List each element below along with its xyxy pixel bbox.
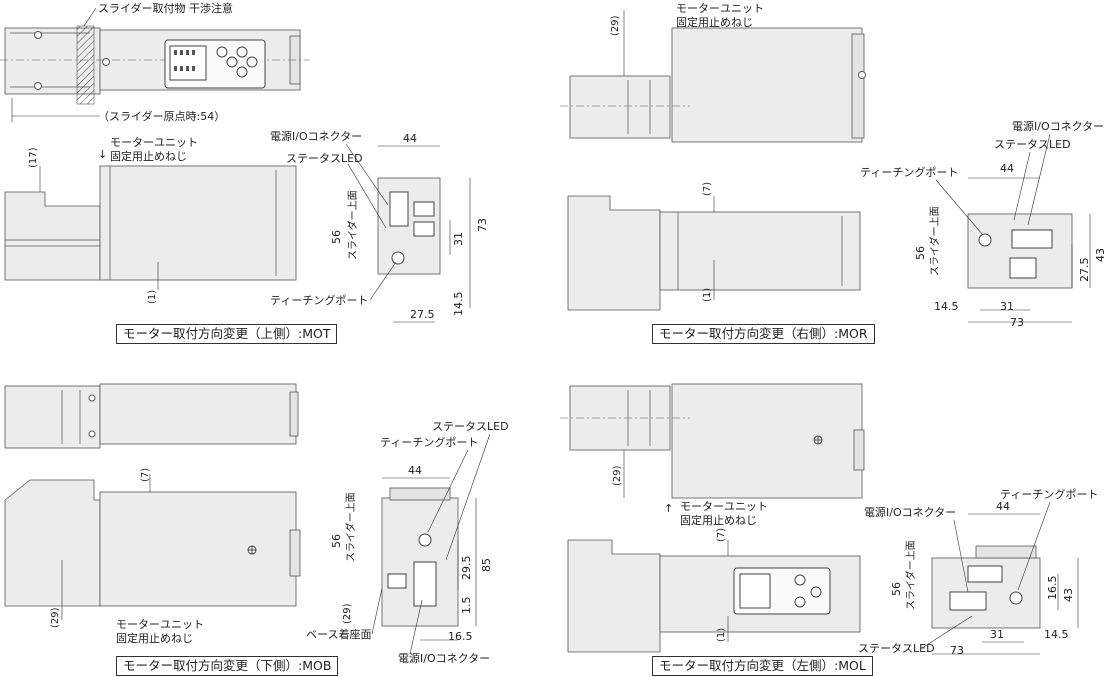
svg-text:モーターユニット: モーターユニット [676, 2, 764, 15]
svg-text:16.5: 16.5 [448, 630, 473, 643]
svg-text:モーターユニット: モーターユニット [680, 500, 768, 513]
svg-text:43: 43 [1062, 588, 1075, 602]
svg-text:14.5: 14.5 [1044, 628, 1069, 641]
dim-44: 44 [403, 132, 417, 145]
mol-top-view [560, 383, 865, 499]
svg-text:(7): (7) [702, 182, 713, 196]
mob-top-view [4, 383, 299, 449]
svg-text:14.5: 14.5 [934, 300, 959, 313]
svg-text:73: 73 [1010, 316, 1024, 329]
svg-text:ステータスLED: ステータスLED [858, 642, 935, 655]
dim-27-5: 27.5 [410, 308, 435, 321]
svg-text:電源I/Oコネクター: 電源I/Oコネクター [1012, 119, 1104, 133]
svg-text:1.5: 1.5 [460, 597, 473, 615]
mot-top-view [0, 25, 310, 122]
motor-screw-label: 固定用止めねじ [110, 149, 187, 163]
mor-side-view [567, 195, 861, 311]
svg-text:(29): (29) [50, 607, 61, 628]
svg-text:56: 56 [914, 246, 927, 260]
mot-side-view [4, 165, 297, 290]
svg-text:(1): (1) [702, 288, 713, 302]
svg-text:(29): (29) [610, 15, 621, 36]
svg-text:固定用止めねじ: 固定用止めねじ [680, 513, 757, 527]
svg-text:(29): (29) [342, 603, 353, 624]
dim-1: (1) [147, 290, 158, 304]
svg-text:スライダー上面: スライダー上面 [928, 206, 941, 276]
slider-interference-label: スライダー取付物 干渉注意 [98, 1, 233, 15]
svg-text:56: 56 [890, 582, 903, 596]
svg-text:↓: ↓ [98, 148, 107, 161]
mob-side-view [4, 474, 301, 620]
svg-text:ティーチングポート: ティーチングポート [860, 165, 958, 179]
dim-73: 73 [476, 218, 489, 232]
svg-text:44: 44 [408, 464, 422, 477]
svg-text:電源I/Oコネクター: 電源I/Oコネクター [864, 505, 956, 519]
caption-mor: モーター取付方向変更（右側）:MOR [652, 324, 875, 344]
mob-front-view [381, 477, 477, 641]
svg-text:スライダー上面: スライダー上面 [344, 492, 357, 562]
svg-text:29.5: 29.5 [460, 556, 473, 581]
status-led-label: ステータスLED [286, 152, 363, 165]
svg-text:27.5: 27.5 [1078, 258, 1091, 283]
slider-origin-label: （スライダー原点時:54） [98, 109, 225, 123]
svg-text:スライダー上面: スライダー上面 [904, 540, 917, 610]
mor-front-view [967, 177, 1091, 323]
control-panel [164, 39, 266, 89]
svg-text:電源I/Oコネクター: 電源I/Oコネクター [398, 651, 490, 665]
svg-text:ステータスLED: ステータスLED [432, 420, 509, 433]
dim-14-5: 14.5 [452, 292, 465, 317]
caption-mob: モーター取付方向変更（下側）:MOB [116, 656, 339, 676]
svg-text:56: 56 [330, 534, 343, 548]
teaching-port-label: ティーチングポート [270, 293, 368, 307]
svg-text:ベース着座面: ベース着座面 [306, 627, 371, 641]
svg-text:31: 31 [1000, 300, 1014, 313]
svg-text:(29): (29) [612, 465, 623, 486]
dim-17: (17) [28, 147, 39, 168]
svg-text:(1): (1) [716, 628, 727, 642]
dim-31: 31 [452, 232, 465, 246]
svg-text:固定用止めねじ: 固定用止めねじ [116, 631, 193, 645]
svg-text:16.5: 16.5 [1046, 576, 1059, 601]
svg-text:ステータスLED: ステータスLED [994, 138, 1071, 151]
svg-text:44: 44 [996, 500, 1010, 513]
svg-text:44: 44 [1000, 162, 1014, 175]
caption-mol: モーター取付方向変更（左側）:MOL [652, 656, 873, 676]
svg-text:固定用止めねじ: 固定用止めねじ [676, 15, 753, 29]
svg-text:73: 73 [950, 644, 964, 657]
svg-text:85: 85 [480, 558, 493, 572]
caption-mot: モーター取付方向変更（上側）:MOT [116, 324, 338, 344]
svg-text:(7): (7) [140, 468, 151, 482]
svg-text:ティーチングポート: ティーチングポート [380, 435, 478, 449]
svg-text:↑: ↑ [664, 502, 673, 515]
mot-front-view [377, 145, 471, 323]
power-io-label: 電源I/Oコネクター [270, 129, 362, 143]
motor-unit-label: モーターユニット [110, 136, 198, 149]
svg-text:ティーチングポート: ティーチングポート [1000, 487, 1098, 501]
mor-top-view [560, 10, 866, 143]
svg-text:モーターユニット: モーターユニット [116, 618, 204, 631]
svg-text:(7): (7) [716, 528, 727, 542]
slider-top-label: スライダー上面 [346, 190, 359, 260]
svg-text:31: 31 [990, 628, 1004, 641]
dim-56: 56 [330, 230, 343, 244]
mol-front-view [931, 513, 1079, 655]
svg-text:43: 43 [1094, 248, 1107, 262]
mol-side-view [567, 539, 861, 653]
